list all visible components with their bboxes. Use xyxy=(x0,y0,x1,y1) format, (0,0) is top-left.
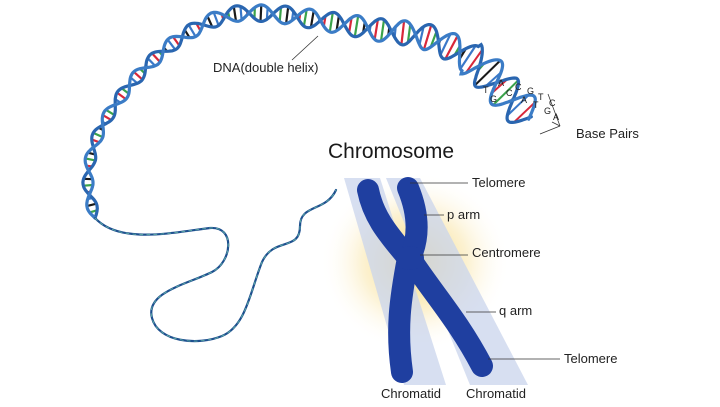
base-letter: A xyxy=(498,78,505,88)
base-pair-rung xyxy=(464,49,484,74)
base-pair-rung xyxy=(422,24,433,50)
base-pair-rung xyxy=(92,131,104,139)
label-dna-double-helix: DNA(double helix) xyxy=(213,60,319,75)
base-pair-rung xyxy=(418,26,425,45)
base-letter: C xyxy=(549,98,556,108)
base-letter: C xyxy=(506,88,513,98)
leader-base-pairs-1 xyxy=(547,93,561,127)
base-pair-rung xyxy=(239,6,243,20)
label-centromere: Centromere xyxy=(472,245,541,260)
base-letter: C xyxy=(515,82,522,92)
base-pair-rungs xyxy=(83,4,536,214)
diagram-title: Chromosome xyxy=(328,140,455,163)
base-pair-rung xyxy=(474,59,501,87)
dna-thread-highlight xyxy=(94,189,337,342)
base-pair-rung xyxy=(146,57,156,67)
dna-strand-a xyxy=(81,4,533,220)
base-letter: G xyxy=(490,94,498,104)
chromosome xyxy=(357,177,493,383)
label-telomere-bottom: Telomere xyxy=(564,351,618,366)
leader-base-pairs-3 xyxy=(539,125,561,135)
base-pair-rung xyxy=(285,6,290,24)
base-pair-rung xyxy=(328,12,334,33)
base-pair-rung xyxy=(373,19,379,40)
base-pair-rung xyxy=(86,202,97,208)
base-pair-rung xyxy=(212,12,220,26)
label-q-arm: q arm xyxy=(499,303,533,318)
leader-lines xyxy=(291,35,561,360)
base-pair-rung xyxy=(116,91,127,101)
base-pair-rung xyxy=(406,24,412,43)
base-pair-rung xyxy=(187,24,197,38)
base-pair-rung xyxy=(439,33,452,56)
leader-base-pairs-2 xyxy=(551,121,561,127)
dna-thread xyxy=(93,188,338,343)
base-pair-rung xyxy=(353,15,360,37)
base-pair-rung xyxy=(133,70,144,81)
dna-strand-b xyxy=(83,3,537,220)
base-pair-rung xyxy=(105,108,116,117)
base-letter: T xyxy=(483,85,489,95)
base-pair-rung xyxy=(506,94,530,117)
base-pair-rung xyxy=(206,15,214,28)
base-pair-rung xyxy=(85,157,96,162)
base-letter: A xyxy=(521,95,528,105)
base-pair-rung xyxy=(335,15,340,31)
base-pair-rung xyxy=(166,38,177,51)
base-pair-rung xyxy=(379,19,386,42)
label-base-pairs: Base Pairs xyxy=(576,126,639,141)
base-pair-rung xyxy=(302,9,308,27)
leader-dna xyxy=(291,35,319,61)
base-pair-rung xyxy=(259,4,263,22)
base-pair-rung xyxy=(151,52,161,63)
dna-double-helix xyxy=(81,3,537,343)
label-chromatid-right: Chromatid xyxy=(466,386,526,401)
label-p-arm: p arm xyxy=(447,207,481,222)
centromere xyxy=(396,246,424,270)
base-letter: G xyxy=(527,86,535,96)
base-pair-rung xyxy=(444,35,459,60)
base-pair-rung xyxy=(278,7,283,22)
base-pair-rung xyxy=(232,6,238,22)
base-pair-rung xyxy=(492,79,519,106)
base-letter: G xyxy=(544,106,552,116)
label-chromatid-left: Chromatid xyxy=(381,386,441,401)
base-letter: A xyxy=(553,112,560,122)
base-letter: T xyxy=(538,92,544,102)
base-pair-rung xyxy=(459,44,477,70)
base-pair-rung xyxy=(400,20,406,45)
base-letter: T xyxy=(533,100,539,110)
base-pair-rung xyxy=(348,17,353,33)
base-pair-rung xyxy=(309,10,315,28)
base-pair-rung xyxy=(513,101,536,124)
label-telomere-top: Telomere xyxy=(472,175,526,190)
